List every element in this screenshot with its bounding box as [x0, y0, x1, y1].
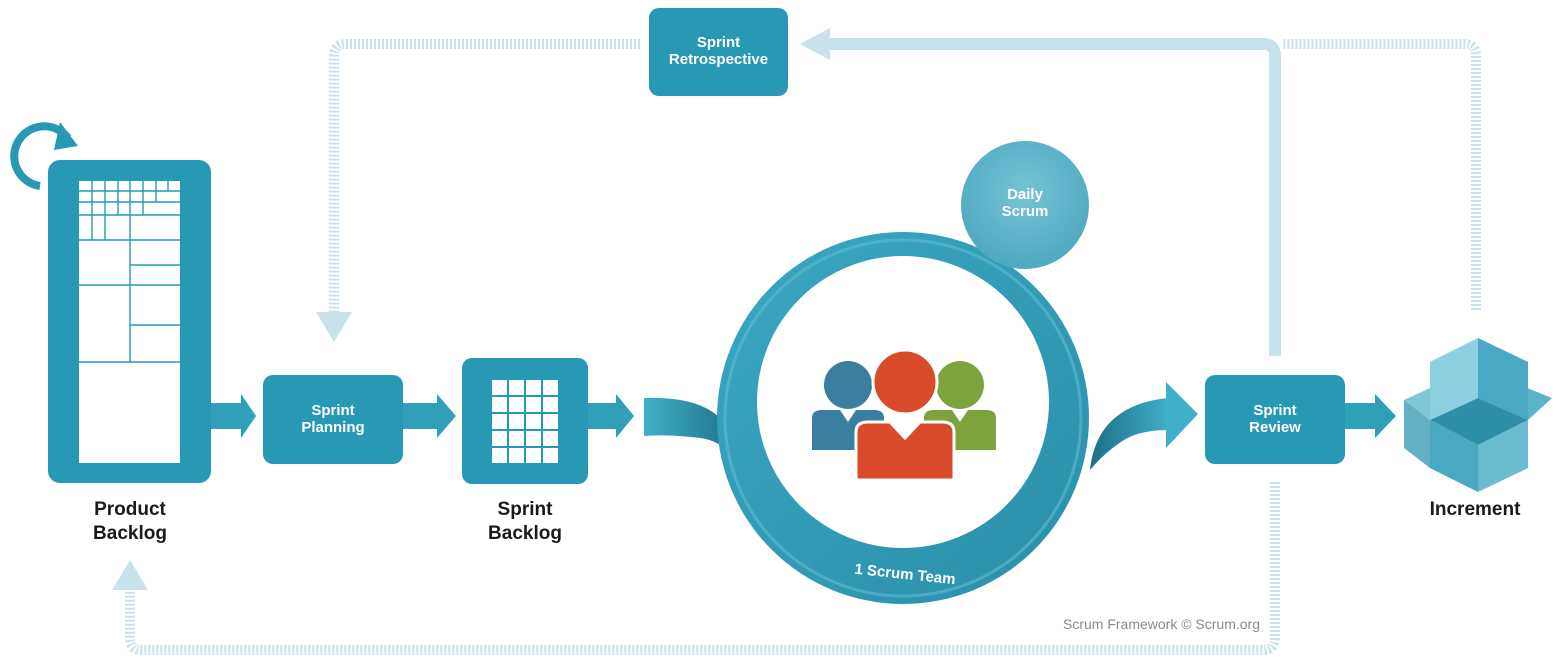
sprint-retrospective-line2: Retrospective [668, 51, 769, 69]
copyright-text: Scrum Framework © Scrum.org [1062, 616, 1260, 632]
arrow-backlog-to-planning [211, 394, 256, 438]
product-backlog-line2: Backlog [93, 522, 167, 544]
retrospective-to-planning-arrow [316, 39, 640, 342]
sprint-backlog-line2: Backlog [488, 522, 562, 544]
sprint-planning-line2: Planning [301, 419, 365, 437]
daily-scrum-circle [961, 141, 1089, 269]
product-backlog-card [48, 160, 211, 483]
sprint-backlog-caption: Sprint Backlog [445, 498, 605, 546]
sprint-retrospective-line1: Sprint [696, 34, 741, 51]
product-backlog-caption: Product Backlog [50, 498, 210, 546]
grid-icon [492, 380, 558, 463]
sprint-backlog-card [462, 358, 588, 484]
box-icon [1404, 338, 1552, 492]
right-swoosh [1090, 382, 1198, 470]
product-backlog-line1: Product [94, 499, 166, 520]
review-to-product-backlog-arrow [112, 482, 1280, 655]
sprint-review-label: Sprint Review [1205, 402, 1345, 437]
review-to-retrospective-arrow [800, 28, 1281, 356]
arrow-review-to-increment [1345, 394, 1396, 438]
daily-scrum-line1: Daily [1007, 186, 1043, 203]
daily-scrum-label: Daily Scrum [961, 186, 1089, 221]
sprint-review-line1: Sprint [1253, 402, 1297, 419]
left-swoosh [644, 397, 738, 460]
sprint-retrospective-label: Sprint Retrospective [649, 34, 788, 69]
sprint-retrospective-box [649, 8, 788, 96]
increment-caption: Increment [1429, 499, 1521, 520]
sprint-planning-line1: Sprint [311, 402, 355, 419]
sprint-review-line2: Review [1249, 419, 1301, 437]
sprint-planning-label: Sprint Planning [263, 402, 403, 437]
arrow-planning-to-sprint-backlog [403, 394, 456, 438]
daily-scrum-line2: Scrum [1001, 203, 1049, 221]
team-icon [812, 348, 996, 482]
refresh-icon [10, 122, 78, 190]
sprint-review-box [1205, 375, 1345, 464]
sprint-planning-box [263, 375, 403, 464]
sprint-ring [717, 232, 1089, 604]
sprint-backlog-line1: Sprint [497, 499, 553, 520]
arrow-sprint-backlog-to-sprint [588, 394, 634, 438]
increment-to-top-line [1282, 39, 1481, 310]
